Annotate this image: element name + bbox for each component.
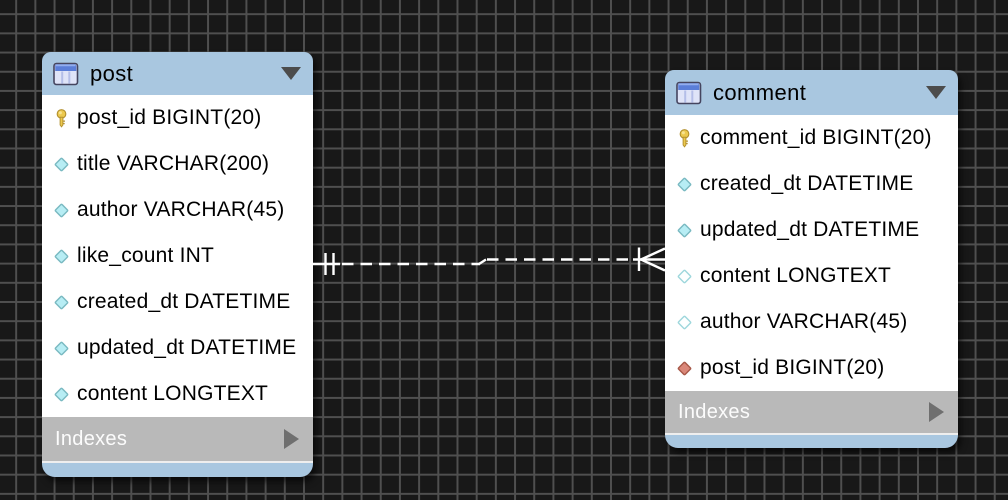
foreign-key-diamond-icon <box>676 360 693 377</box>
table-comment-columns: comment_id BIGINT(20) created_dt DATETIM… <box>665 115 958 391</box>
primary-key-icon <box>53 108 70 129</box>
column-name: post_id <box>700 356 770 379</box>
not-null-diamond-icon <box>53 248 70 265</box>
table-bottom-strip <box>42 461 313 477</box>
table-comment-header[interactable]: comment <box>665 70 958 115</box>
collapse-arrow-icon[interactable] <box>926 86 946 99</box>
table-post-columns: post_id BIGINT(20) title VARCHAR(200) au… <box>42 95 313 417</box>
nullable-diamond-icon <box>676 314 693 331</box>
indexes-label: Indexes <box>55 427 128 450</box>
column-name: like_count <box>77 244 174 267</box>
not-null-diamond-icon <box>53 156 70 173</box>
column-name: content <box>700 264 771 287</box>
column-content[interactable]: content LONGTEXT <box>42 371 313 417</box>
nullable-diamond-icon <box>676 268 693 285</box>
column-type: BIGINT(20) <box>822 126 932 149</box>
column-type: DATETIME <box>807 172 914 195</box>
column-author[interactable]: author VARCHAR(45) <box>42 187 313 233</box>
column-post_id-fk[interactable]: post_id BIGINT(20) <box>665 345 958 391</box>
column-type: LONGTEXT <box>153 382 269 405</box>
column-type: BIGINT(20) <box>152 106 262 129</box>
column-type: VARCHAR(200) <box>116 152 270 175</box>
table-title: comment <box>713 79 807 105</box>
column-post_id[interactable]: post_id BIGINT(20) <box>42 95 313 141</box>
column-name: author <box>77 198 138 221</box>
table-icon <box>53 62 79 86</box>
column-type: VARCHAR(45) <box>143 198 285 221</box>
indexes-section[interactable]: Indexes <box>42 417 313 461</box>
column-type: DATETIME <box>813 218 920 241</box>
not-null-diamond-icon <box>53 202 70 219</box>
column-type: LONGTEXT <box>776 264 892 287</box>
column-type: DATETIME <box>184 290 291 313</box>
not-null-diamond-icon <box>53 386 70 403</box>
column-name: comment_id <box>700 126 817 149</box>
not-null-diamond-icon <box>676 176 693 193</box>
indexes-section[interactable]: Indexes <box>665 391 958 433</box>
not-null-diamond-icon <box>53 294 70 311</box>
column-type: INT <box>179 244 214 267</box>
column-name: created_dt <box>77 290 179 313</box>
not-null-diamond-icon <box>676 222 693 239</box>
column-name: author <box>700 310 761 333</box>
column-created_dt[interactable]: created_dt DATETIME <box>665 161 958 207</box>
column-like_count[interactable]: like_count INT <box>42 233 313 279</box>
column-type: VARCHAR(45) <box>766 310 908 333</box>
indexes-label: Indexes <box>678 400 751 423</box>
column-author[interactable]: author VARCHAR(45) <box>665 299 958 345</box>
column-name: updated_dt <box>700 218 808 241</box>
column-content[interactable]: content LONGTEXT <box>665 253 958 299</box>
primary-key-icon <box>676 128 693 149</box>
column-comment_id[interactable]: comment_id BIGINT(20) <box>665 115 958 161</box>
column-name: post_id <box>77 106 147 129</box>
table-bottom-strip <box>665 433 958 448</box>
column-created_dt[interactable]: created_dt DATETIME <box>42 279 313 325</box>
column-type: DATETIME <box>190 336 297 359</box>
table-comment: comment comment_id BIGINT(20) created_dt… <box>665 70 958 448</box>
table-post-header[interactable]: post <box>42 52 313 95</box>
column-type: BIGINT(20) <box>775 356 885 379</box>
table-title: post <box>90 60 134 86</box>
relationship-post-comment[interactable] <box>313 247 666 276</box>
not-null-diamond-icon <box>53 340 70 357</box>
column-title[interactable]: title VARCHAR(200) <box>42 141 313 187</box>
column-name: content <box>77 382 148 405</box>
column-updated_dt[interactable]: updated_dt DATETIME <box>665 207 958 253</box>
column-name: title <box>77 152 111 175</box>
column-name: updated_dt <box>77 336 185 359</box>
table-icon <box>676 81 702 105</box>
expand-arrow-icon <box>929 402 944 422</box>
expand-arrow-icon <box>284 429 299 449</box>
table-post: post post_id BIGINT(20) title VARCHAR(20… <box>42 52 313 477</box>
collapse-arrow-icon[interactable] <box>281 67 301 80</box>
column-updated_dt[interactable]: updated_dt DATETIME <box>42 325 313 371</box>
column-name: created_dt <box>700 172 802 195</box>
